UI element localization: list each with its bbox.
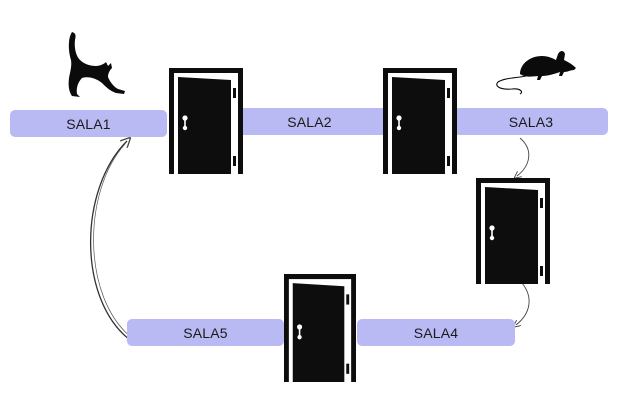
room-label: SALA1 xyxy=(66,115,111,132)
mouse-icon xyxy=(496,51,576,95)
door-icon xyxy=(284,274,356,382)
door-icon xyxy=(169,68,243,174)
room-label: SALA2 xyxy=(287,113,332,130)
arrow-sala5-to-sala1 xyxy=(89,141,130,341)
room-sala3: SALA3 xyxy=(454,108,608,135)
room-label: SALA4 xyxy=(413,324,459,341)
room-sala5: SALA5 xyxy=(127,319,284,346)
cat-icon xyxy=(68,32,125,97)
room-label: SALA5 xyxy=(183,324,228,341)
door-icon xyxy=(476,178,550,284)
room-label: SALA3 xyxy=(508,113,554,130)
room-sala1: SALA1 xyxy=(10,110,167,137)
arrow-door-to-sala4 xyxy=(516,282,530,325)
room-sala4: SALA4 xyxy=(357,319,515,346)
arrow-sala3-to-door xyxy=(517,137,530,176)
door-icon xyxy=(383,68,457,174)
room-sala2: SALA2 xyxy=(232,108,387,135)
